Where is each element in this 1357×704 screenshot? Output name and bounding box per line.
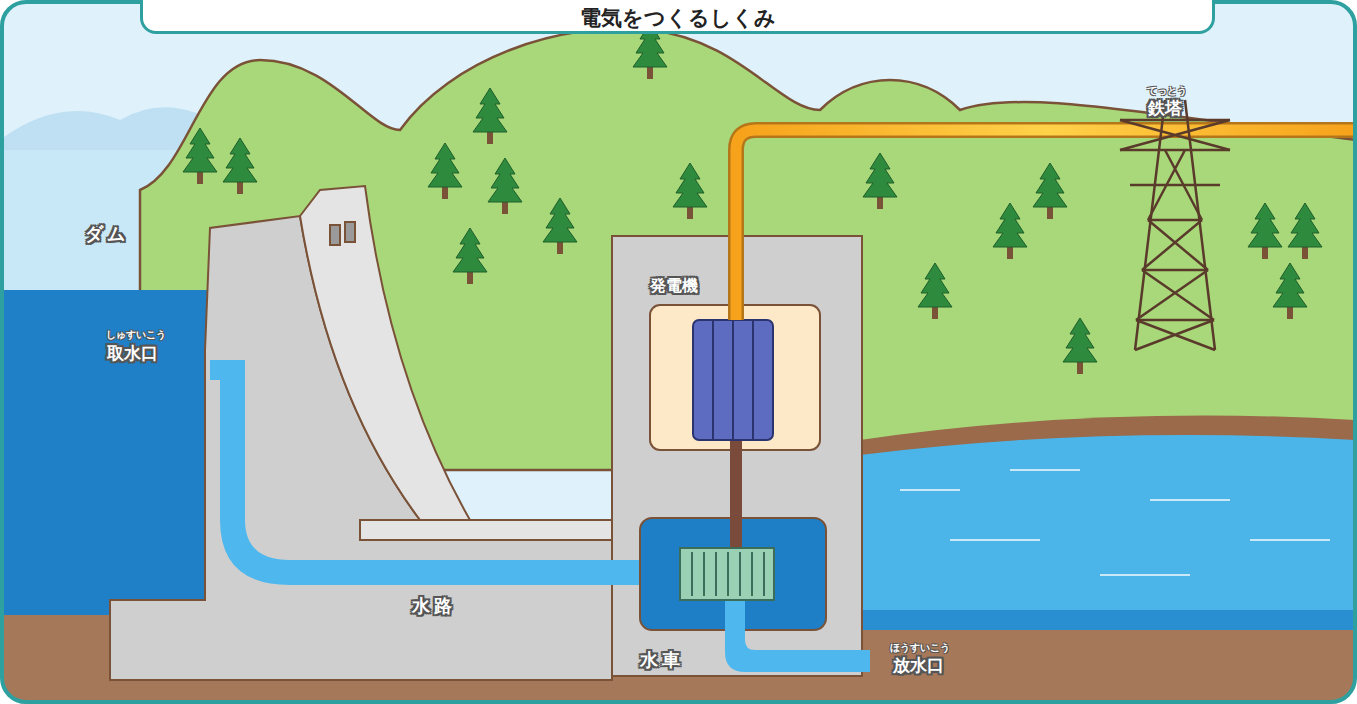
- ruby-text: しゅすいこう: [106, 328, 166, 342]
- pylon: [1120, 100, 1230, 350]
- ruby-text: ほうすいこう: [890, 641, 950, 655]
- ruby-text: てっとう: [1147, 84, 1187, 98]
- part-label: 水路: [412, 594, 456, 618]
- water-channel: [210, 360, 690, 585]
- part-label: 発電機: [650, 276, 698, 297]
- dam-label: ダム: [85, 222, 129, 246]
- generator-room: [650, 305, 820, 450]
- river-edge: [860, 610, 1355, 630]
- part-label: 鉄塔: [1148, 97, 1182, 120]
- outlet-channel: [725, 590, 870, 672]
- generator: [693, 320, 773, 440]
- title: 電気をつくるしくみ: [580, 4, 776, 32]
- turbine: [680, 548, 774, 600]
- dam: [110, 186, 612, 680]
- shaft: [730, 440, 742, 550]
- part-label: 取水口: [107, 342, 158, 365]
- part-label: 水車: [640, 648, 684, 672]
- title-banner: 電気をつくるしくみ: [140, 0, 1215, 34]
- river-ripples: [900, 470, 1330, 575]
- river: [860, 435, 1355, 630]
- part-label: 放水口: [893, 654, 944, 677]
- power-line: [736, 130, 1355, 320]
- power-line-outline: [736, 130, 1355, 320]
